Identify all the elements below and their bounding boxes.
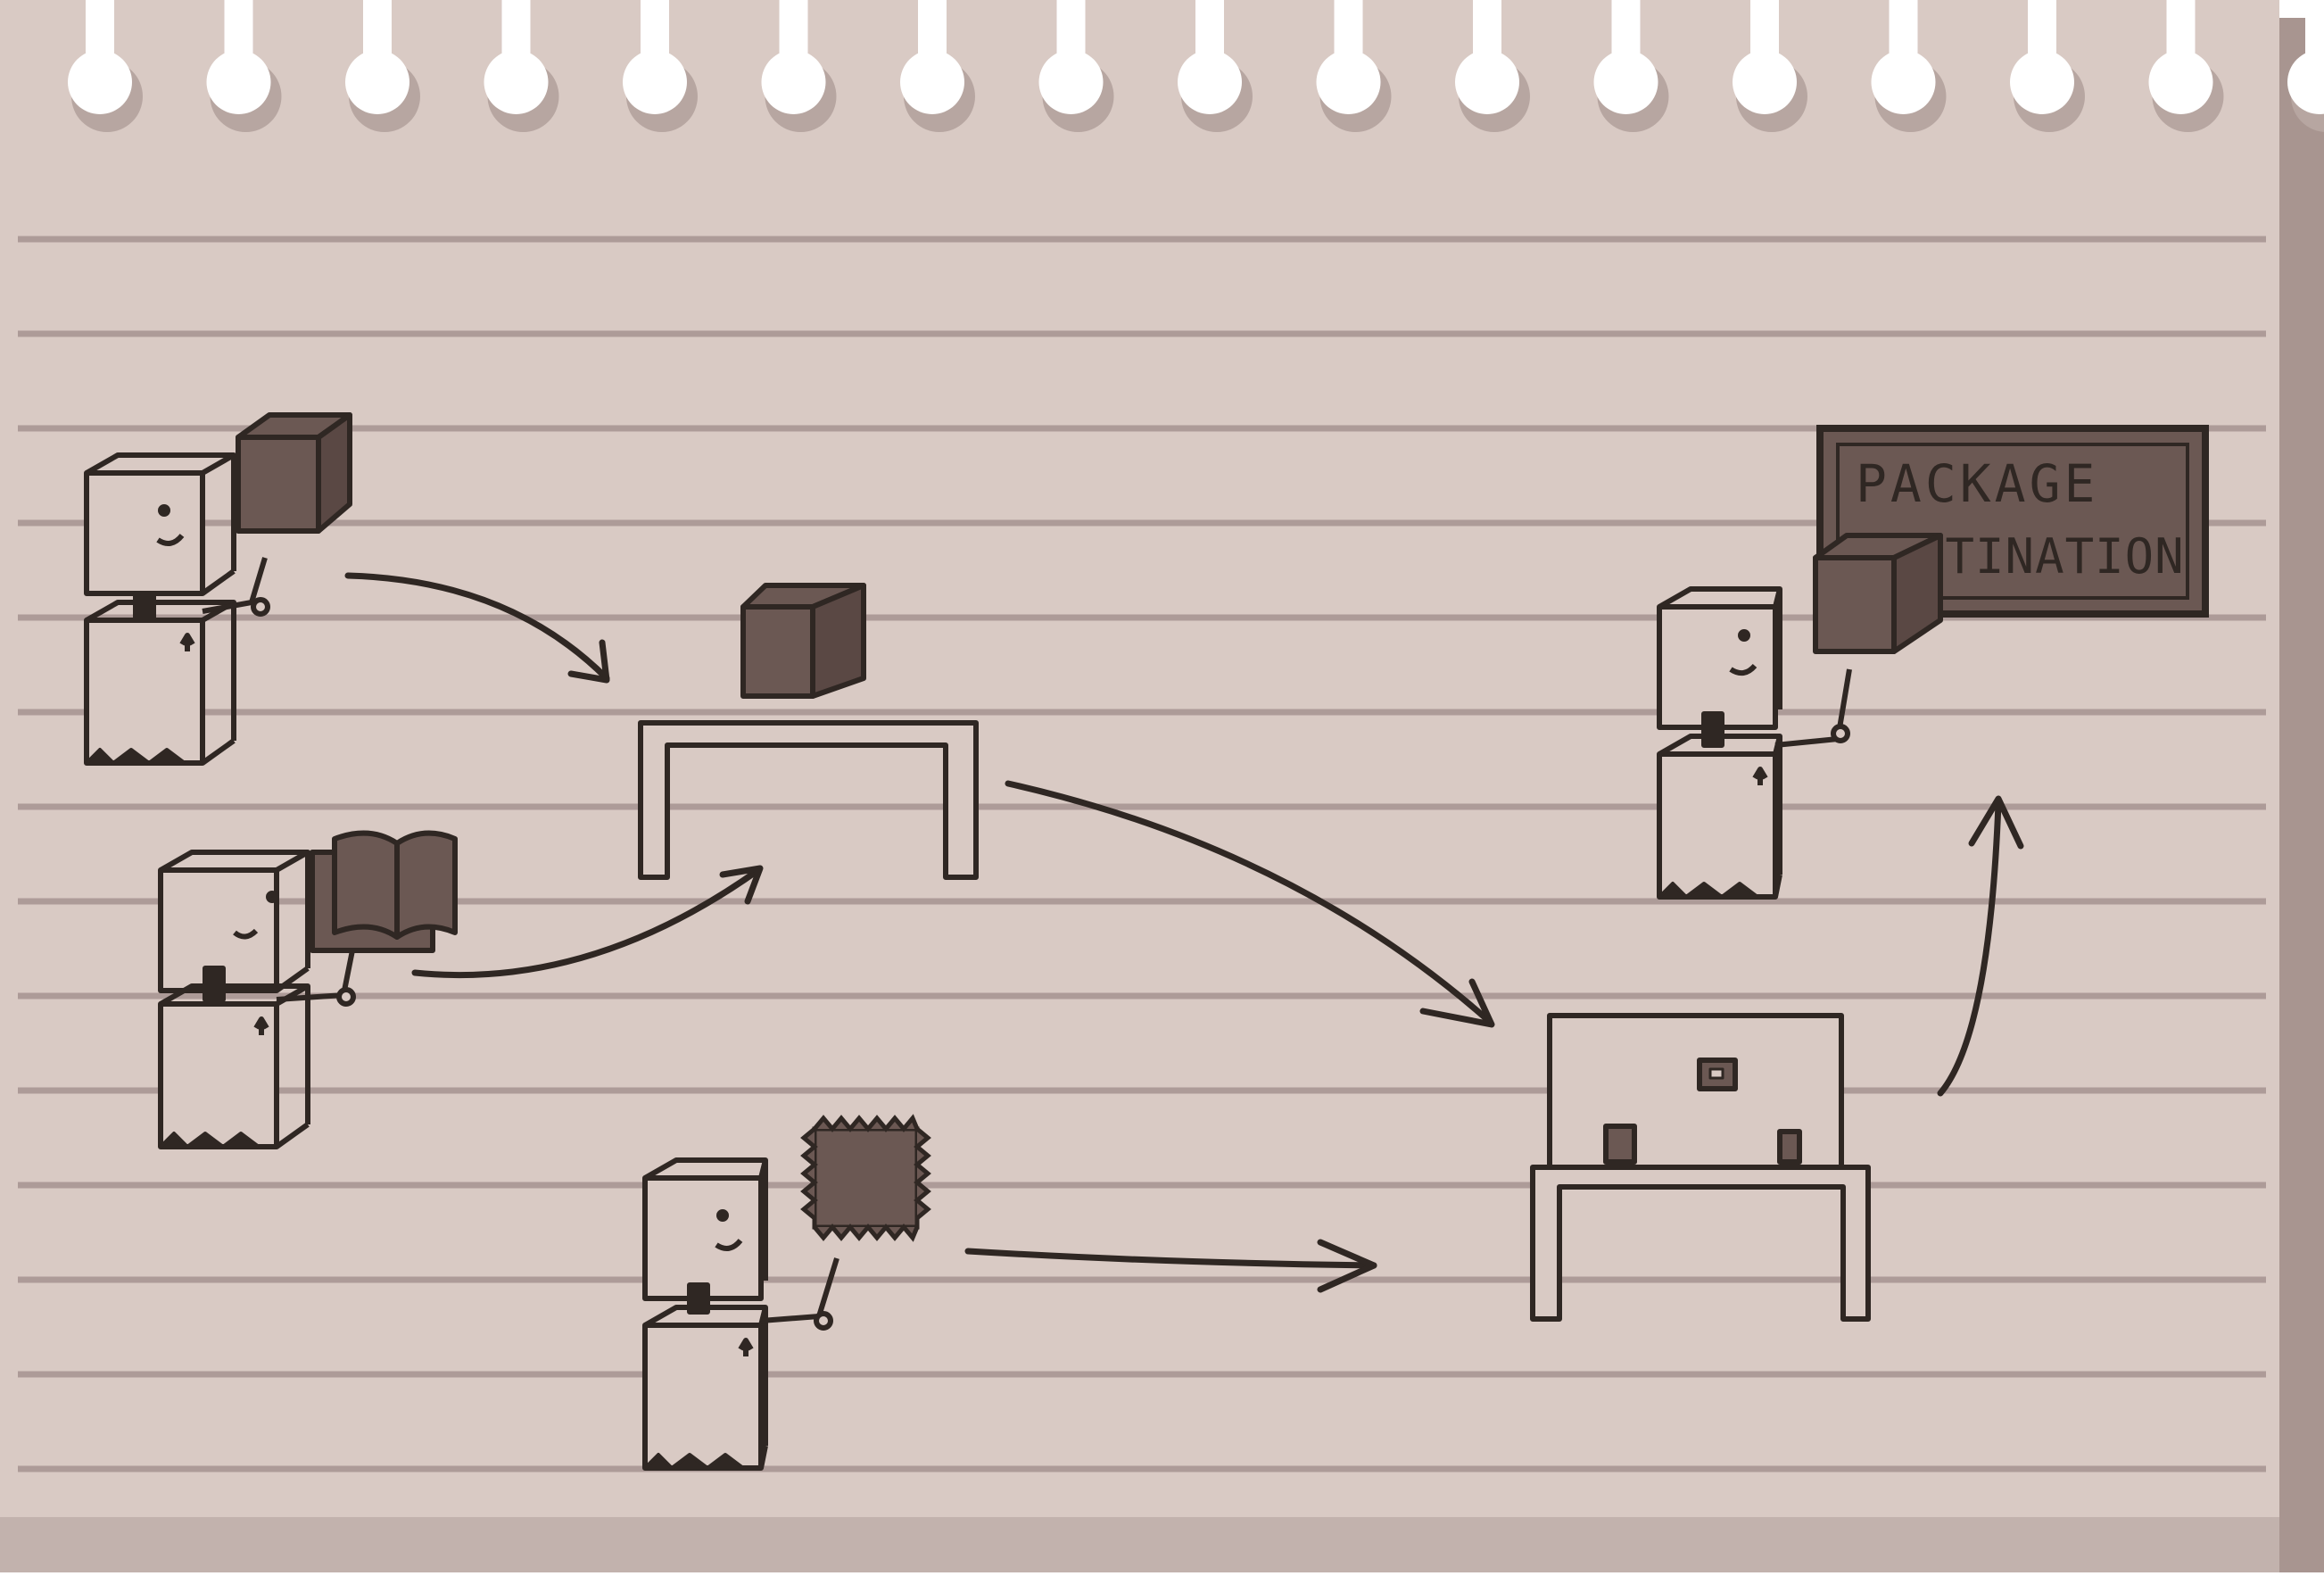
spiral-hole-icon (1871, 0, 1947, 132)
arrow-icon (1005, 780, 1495, 1028)
spiral-hole-icon (1593, 0, 1669, 132)
spiral-hole-icon (1316, 0, 1392, 132)
spiral-hole-icon (2148, 0, 2224, 132)
robot-with-box-right (1657, 533, 1943, 900)
spiral-hole-icon (761, 0, 837, 132)
arrow-icon (411, 865, 764, 979)
spiral-holes (68, 0, 2324, 132)
box-icon (740, 583, 866, 699)
spiral-hole-icon (206, 0, 282, 132)
robot-with-chip (642, 1114, 931, 1471)
arrow-icon (344, 572, 610, 684)
workstation-icon (1530, 1013, 1871, 1322)
arrow-icon (1937, 795, 2024, 1097)
paper-bottom-edge (0, 1517, 2279, 1572)
flow-arrows (344, 572, 2024, 1293)
robot-icon (84, 452, 270, 766)
robot-icon (642, 1157, 839, 1471)
arrow-icon (964, 1239, 1377, 1293)
spiral-hole-icon (1455, 0, 1530, 132)
spiral-hole-icon (68, 0, 143, 132)
box-icon (236, 412, 352, 534)
spiral-hole-icon (1178, 0, 1253, 132)
robot-with-book (158, 830, 458, 1149)
spiral-hole-icon (2010, 0, 2085, 132)
robot-icon (158, 850, 360, 1149)
spiral-hole-icon (623, 0, 698, 132)
sign-line-1: PACKAGE (1856, 453, 2098, 514)
spiral-hole-icon (900, 0, 975, 132)
table-icon (638, 720, 979, 880)
spiral-hole-icon (2287, 0, 2324, 132)
robot-icon (1657, 586, 1852, 900)
microchip-icon (800, 1114, 931, 1242)
book-icon (310, 830, 458, 953)
paper-sheet (0, 0, 2279, 1517)
spiral-hole-icon (1733, 0, 1807, 132)
box-icon (1813, 533, 1943, 654)
spiral-hole-icon (345, 0, 420, 132)
robot-with-box (84, 412, 352, 766)
spiral-hole-icon (484, 0, 559, 132)
spiral-hole-icon (1038, 0, 1114, 132)
